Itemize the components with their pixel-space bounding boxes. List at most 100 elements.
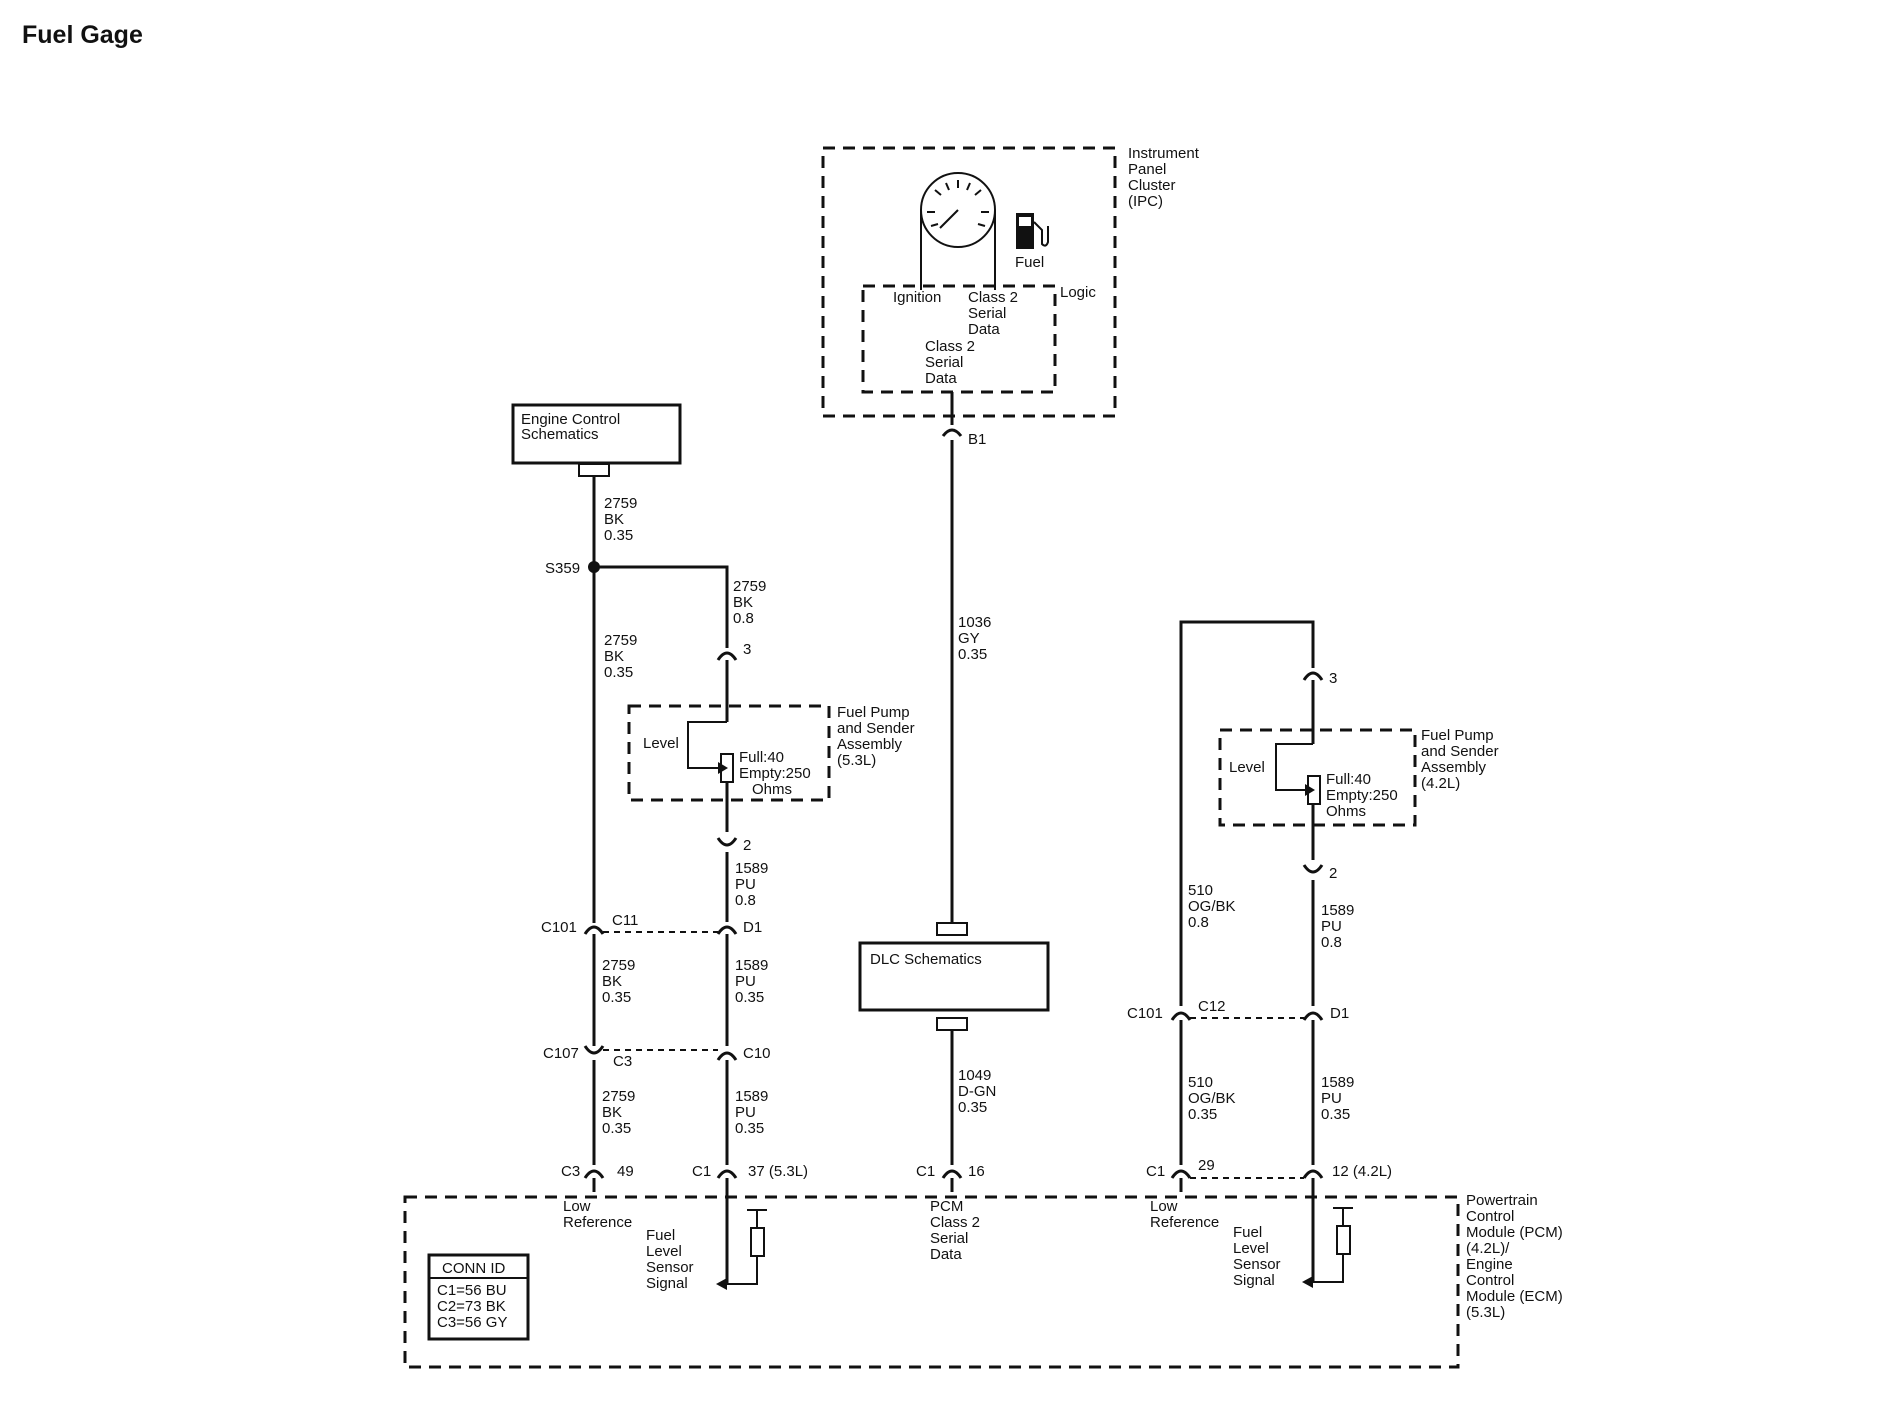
conn-id-header: CONN ID	[442, 1260, 506, 1277]
svg-text:Serial: Serial	[925, 354, 963, 371]
fuel-gauge-label: Fuel	[1015, 254, 1044, 271]
connector-c1-pin37	[716, 1169, 738, 1179]
connector-b1-label: B1	[968, 431, 986, 448]
svg-text:0.35: 0.35	[602, 1120, 631, 1137]
svg-text:Engine Control: Engine Control	[521, 411, 620, 428]
svg-text:C1: C1	[692, 1163, 711, 1180]
svg-text:2: 2	[743, 837, 751, 854]
svg-text:0.35: 0.35	[604, 664, 633, 681]
svg-text:0.35: 0.35	[735, 1120, 764, 1137]
wire-2759-top-label: 2759 BK 0.35	[604, 495, 637, 544]
svg-text:C3: C3	[613, 1053, 632, 1070]
svg-text:OG/BK: OG/BK	[1188, 1090, 1236, 1107]
sender-wiper-right	[1275, 743, 1313, 791]
svg-text:Assembly: Assembly	[837, 736, 903, 753]
svg-text:(5.3L): (5.3L)	[837, 752, 876, 769]
svg-text:C1: C1	[916, 1163, 935, 1180]
connector-left-pin3	[716, 651, 738, 661]
svg-text:Class 2: Class 2	[968, 289, 1018, 306]
wire-1049-label: 1049 D-GN 0.35	[958, 1067, 996, 1116]
svg-text:D1: D1	[1330, 1005, 1349, 1022]
svg-text:0.35: 0.35	[958, 1099, 987, 1116]
svg-text:Signal: Signal	[646, 1275, 688, 1292]
connector-c101-right	[1170, 1011, 1192, 1021]
svg-text:510: 510	[1188, 1074, 1213, 1091]
svg-text:BK: BK	[602, 973, 622, 990]
connector-d1-right	[1302, 1011, 1324, 1021]
svg-text:and Sender: and Sender	[837, 720, 915, 737]
svg-text:Ohms: Ohms	[752, 781, 792, 798]
svg-text:2759: 2759	[733, 578, 766, 595]
low-reference-right-label: Low Reference	[1150, 1198, 1219, 1231]
svg-text:Empty:250: Empty:250	[739, 765, 811, 782]
svg-text:(5.3L): (5.3L)	[1466, 1304, 1505, 1321]
pcm-module-label: Powertrain Control Module (PCM) (4.2L)/ …	[1466, 1192, 1563, 1321]
svg-text:GY: GY	[958, 630, 980, 647]
sender-spec-left: Full:40 Empty:250 Ohms	[739, 749, 811, 798]
wire-510-a-label: 510 OG/BK 0.8	[1188, 882, 1236, 931]
svg-text:Schematics: Schematics	[521, 426, 599, 443]
svg-text:BK: BK	[604, 648, 624, 665]
fuel-sender-5-3l-label: Fuel Pump and Sender Assembly (5.3L)	[837, 704, 915, 769]
svg-text:Sensor: Sensor	[646, 1259, 694, 1276]
ipc-module-boundary	[821, 146, 1117, 418]
svg-text:D1: D1	[743, 919, 762, 936]
svg-text:Full:40: Full:40	[739, 749, 784, 766]
conn-id-row: C3=56 GY	[437, 1314, 507, 1331]
svg-text:2: 2	[1329, 865, 1337, 882]
svg-text:BK: BK	[604, 511, 624, 528]
svg-text:BK: BK	[733, 594, 753, 611]
svg-text:Reference: Reference	[1150, 1214, 1219, 1231]
svg-text:PU: PU	[1321, 1090, 1342, 1107]
svg-text:3: 3	[1329, 670, 1337, 687]
svg-text:Empty:250: Empty:250	[1326, 787, 1398, 804]
svg-text:Module (PCM): Module (PCM)	[1466, 1224, 1563, 1241]
dlc-schematics-box[interactable]	[858, 941, 1050, 1012]
ipc-logic-box	[861, 284, 1057, 394]
svg-text:Data: Data	[925, 370, 957, 387]
svg-text:PCM: PCM	[930, 1198, 963, 1215]
svg-text:(4.2L)/: (4.2L)/	[1466, 1240, 1510, 1257]
svg-text:Assembly: Assembly	[1421, 759, 1487, 776]
wire-510-b-label: 510 OG/BK 0.35	[1188, 1074, 1236, 1123]
svg-text:3: 3	[743, 641, 751, 658]
svg-text:PU: PU	[735, 876, 756, 893]
fuel-sender-4-2l-label: Fuel Pump and Sender Assembly (4.2L)	[1421, 727, 1499, 792]
level-label-right: Level	[1229, 759, 1265, 776]
svg-text:Full:40: Full:40	[1326, 771, 1371, 788]
sender-wiper-left	[687, 721, 727, 769]
svg-text:0.35: 0.35	[958, 646, 987, 663]
svg-text:0.35: 0.35	[735, 989, 764, 1006]
svg-text:1036: 1036	[958, 614, 991, 631]
fuel-gauge-icon	[920, 172, 996, 290]
svg-text:2759: 2759	[604, 495, 637, 512]
wire-2759-branch	[594, 565, 729, 648]
logic-label: Logic	[1060, 284, 1096, 301]
svg-text:Class 2: Class 2	[925, 338, 975, 355]
wire-2759-left-label: 2759 BK 0.35	[604, 632, 637, 681]
svg-text:1589: 1589	[735, 860, 768, 877]
ipc-label: Instrument Panel Cluster (IPC)	[1128, 145, 1200, 210]
engine-control-connector	[578, 463, 610, 477]
pull-up-resistor-right	[1336, 1225, 1351, 1255]
svg-text:Fuel Pump: Fuel Pump	[1421, 727, 1494, 744]
svg-text:510: 510	[1188, 882, 1213, 899]
svg-text:1589: 1589	[735, 957, 768, 974]
dlc-schematics-label: DLC Schematics	[870, 951, 982, 968]
connector-right-pin2	[1302, 864, 1324, 874]
svg-text:PU: PU	[1321, 918, 1342, 935]
svg-text:C101: C101	[541, 919, 577, 936]
pcm-ecm-module-boundary	[403, 1195, 1460, 1369]
connector-c1-pin12	[1302, 1169, 1324, 1179]
svg-text:1589: 1589	[1321, 902, 1354, 919]
connector-right-pin3	[1302, 671, 1324, 681]
connector-c101-left	[583, 925, 605, 935]
ipc-serial-data-label-2: Class 2 Serial Data	[925, 338, 975, 387]
connector-c1-pin16	[941, 1169, 963, 1179]
conn-id-row: C2=73 BK	[437, 1298, 506, 1315]
wire-1036-label: 1036 GY 0.35	[958, 614, 991, 663]
svg-text:and Sender: and Sender	[1421, 743, 1499, 760]
svg-text:Control: Control	[1466, 1208, 1514, 1225]
dlc-connector-top	[936, 922, 968, 936]
